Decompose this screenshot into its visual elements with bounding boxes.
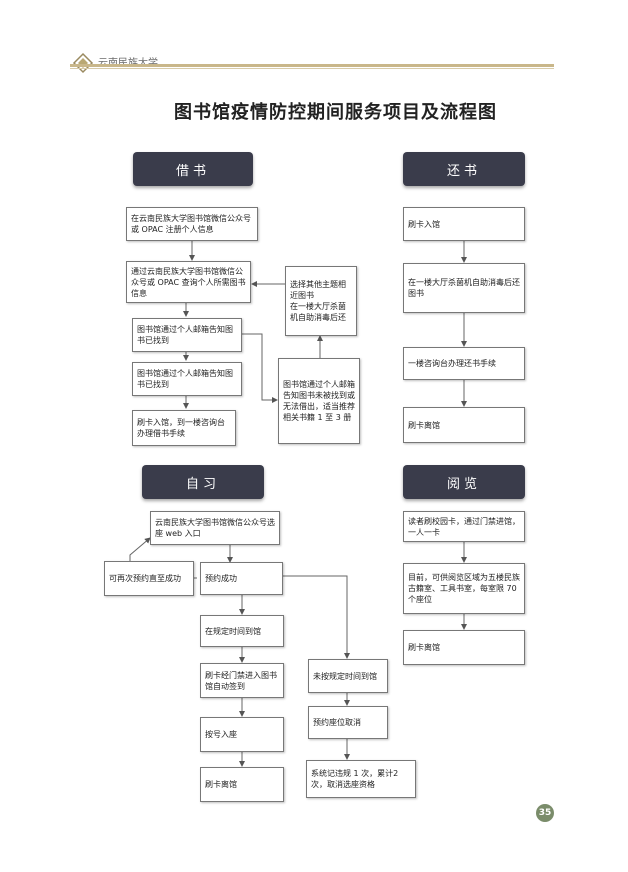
reading-step-enter: 读者刷校园卡，通过门禁进馆，一人一卡 — [403, 511, 525, 542]
borrow-step-found-notice: 图书馆通过个人邮箱告知图书已找到 — [132, 318, 242, 352]
study-step-exit: 刷卡离馆 — [200, 767, 284, 802]
reading-step-exit: 刷卡离馆 — [403, 630, 525, 665]
study-step-sign-in: 刷卡经门禁进入图书馆自动签到 — [200, 663, 284, 698]
borrow-step-search: 通过云南民族大学图书馆微信公众号或 OPAC 查询个人所需图书信息 — [126, 261, 251, 303]
header-rule — [70, 64, 554, 67]
header-rule-thin — [70, 68, 554, 69]
reading-section-header: 阅览 — [403, 465, 525, 499]
borrow-step-found-notice-2: 图书馆通过个人邮箱告知图书已找到 — [132, 362, 242, 396]
study-step-booked: 预约成功 — [200, 562, 283, 595]
page-number-badge: 35 — [536, 804, 554, 822]
page-title: 图书馆疫情防控期间服务项目及流程图 — [174, 102, 497, 123]
return-step-desk: 一楼咨询台办理还书手续 — [403, 347, 525, 380]
study-step-violation: 系统记违规 1 次，累计2次，取消选座资格 — [306, 760, 416, 798]
borrow-section-header: 借书 — [133, 152, 253, 186]
borrow-alt-not-found: 图书馆通过个人邮箱告知图书未被找到或无法借出，适当推荐相关书籍 1 至 3 册 — [278, 358, 360, 444]
reading-step-areas: 目前，可供阅览区域为五楼民族古籍室、工具书室，每室限 70 个座位 — [403, 563, 525, 614]
return-step-disinfect: 在一楼大厅杀菌机自助消毒后还图书 — [403, 263, 525, 313]
study-step-retry: 可再次预约直至成功 — [104, 561, 194, 596]
borrow-step-checkout: 刷卡入馆，到一楼咨询台办理借书手续 — [132, 410, 236, 446]
study-step-entry: 云南民族大学图书馆微信公众号选座 web 入口 — [150, 511, 280, 545]
study-section-header: 自习 — [142, 465, 264, 499]
study-step-seat: 按号入座 — [200, 717, 284, 752]
university-name: 云南民族大学 — [98, 54, 158, 69]
borrow-alt-choose-other: 选择其他主题相近图书 在一楼大厅杀菌机自助消毒后还 — [285, 266, 357, 336]
return-step-enter: 刷卡入馆 — [403, 207, 525, 241]
return-step-exit: 刷卡离馆 — [403, 407, 525, 443]
study-step-on-time: 在规定时间到馆 — [200, 615, 284, 647]
return-section-header: 还书 — [403, 152, 525, 186]
study-step-late: 未按规定时间到馆 — [308, 659, 388, 693]
borrow-step-register: 在云南民族大学图书馆微信公众号或 OPAC 注册个人信息 — [126, 207, 258, 241]
study-step-cancelled: 预约座位取消 — [308, 706, 388, 739]
